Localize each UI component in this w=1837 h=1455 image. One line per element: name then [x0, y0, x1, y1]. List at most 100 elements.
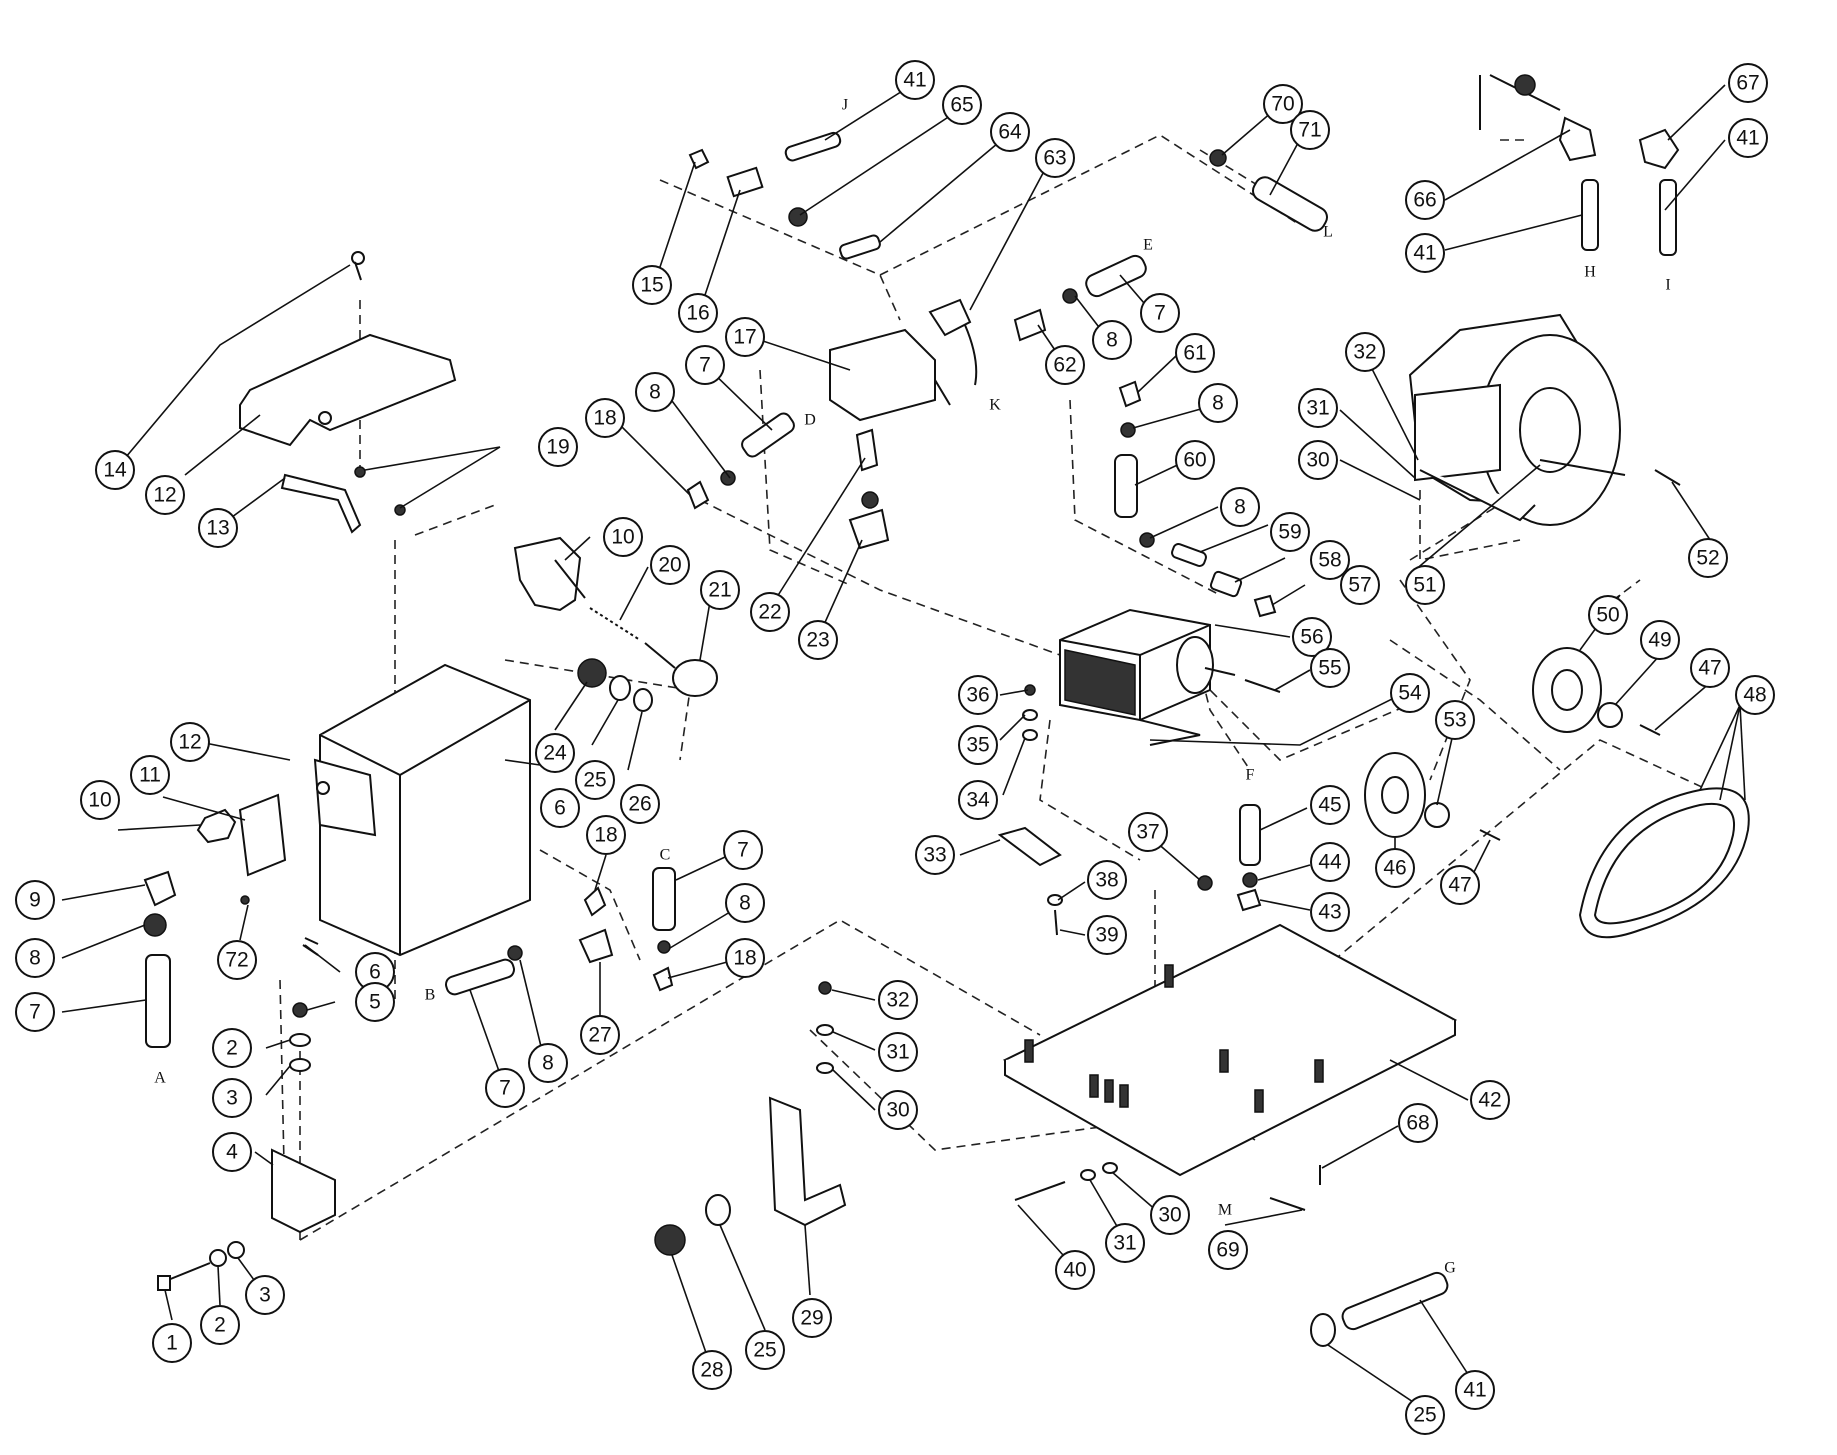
callout-57: 57	[1340, 565, 1380, 605]
svg-text:3: 3	[259, 1284, 271, 1307]
cover-plate-part	[239, 333, 457, 447]
letter-f: F	[1246, 767, 1255, 784]
callout-52: 52	[1688, 538, 1728, 578]
svg-text:3: 3	[226, 1087, 238, 1110]
callout-31: 31	[878, 1032, 918, 1072]
svg-text:69: 69	[1216, 1239, 1239, 1262]
tube-b-part	[445, 958, 515, 996]
svg-text:23: 23	[806, 629, 829, 652]
svg-text:25: 25	[753, 1339, 776, 1362]
svg-text:44: 44	[1318, 851, 1342, 874]
svg-text:51: 51	[1413, 574, 1436, 597]
svg-text:48: 48	[1743, 684, 1766, 707]
callout-1: 1	[152, 1323, 192, 1363]
callout-26: 26	[620, 784, 660, 824]
svg-text:68: 68	[1406, 1112, 1429, 1135]
callout-71: 71	[1290, 110, 1330, 150]
key-part	[351, 251, 366, 281]
svg-text:34: 34	[966, 789, 990, 812]
callout-25: 25	[575, 760, 615, 800]
svg-text:60: 60	[1183, 449, 1206, 472]
svg-text:39: 39	[1095, 924, 1118, 947]
callout-7: 7	[1140, 293, 1180, 333]
svg-text:42: 42	[1478, 1089, 1501, 1112]
svg-text:49: 49	[1648, 629, 1671, 652]
svg-text:14: 14	[103, 459, 127, 482]
callout-25: 25	[745, 1330, 785, 1370]
manifold-part	[829, 328, 936, 422]
callout-2: 2	[200, 1305, 240, 1345]
svg-text:6: 6	[369, 961, 381, 984]
svg-text:21: 21	[708, 579, 731, 602]
callout-41: 41	[1455, 1370, 1495, 1410]
callout-2: 2	[212, 1028, 252, 1068]
callout-24: 24	[535, 733, 575, 773]
callout-48: 48	[1735, 675, 1775, 715]
callout-51: 51	[1405, 565, 1445, 605]
callout-5: 5	[355, 982, 395, 1022]
svg-text:70: 70	[1271, 93, 1294, 116]
callout-23: 23	[798, 620, 838, 660]
svg-text:43: 43	[1318, 901, 1341, 924]
svg-text:7: 7	[499, 1077, 511, 1100]
valve-handle-part	[513, 536, 582, 612]
angle-bracket-part	[271, 1148, 336, 1234]
callout-47: 47	[1440, 865, 1480, 905]
svg-text:61: 61	[1183, 342, 1206, 365]
tube-g-part	[1341, 1271, 1449, 1331]
letter-g: G	[1444, 1260, 1456, 1277]
callout-66: 66	[1405, 180, 1445, 220]
callout-41: 41	[1728, 118, 1768, 158]
letter-i: I	[1665, 277, 1670, 294]
svg-text:63: 63	[1043, 147, 1066, 170]
svg-text:7: 7	[29, 1001, 41, 1024]
callout-17: 17	[725, 317, 765, 357]
svg-text:65: 65	[950, 94, 973, 117]
callout-8: 8	[528, 1043, 568, 1083]
svg-text:18: 18	[594, 824, 617, 847]
svg-text:46: 46	[1383, 857, 1406, 880]
svg-text:7: 7	[737, 839, 749, 862]
svg-text:19: 19	[546, 436, 569, 459]
callout-22: 22	[750, 592, 790, 632]
callout-10: 10	[603, 517, 643, 557]
svg-text:13: 13	[206, 517, 229, 540]
callout-4: 4	[212, 1132, 252, 1172]
callout-3: 3	[245, 1275, 285, 1315]
callout-12: 12	[145, 475, 185, 515]
callout-31: 31	[1298, 388, 1338, 428]
svg-text:18: 18	[733, 947, 756, 970]
svg-text:25: 25	[583, 769, 606, 792]
svg-text:30: 30	[1158, 1204, 1181, 1227]
svg-text:57: 57	[1348, 574, 1371, 597]
callout-56: 56	[1292, 617, 1332, 657]
svg-text:12: 12	[178, 731, 201, 754]
svg-text:36: 36	[966, 684, 989, 707]
callout-55: 55	[1310, 648, 1350, 688]
svg-text:12: 12	[153, 484, 176, 507]
tube-e-part	[1085, 254, 1147, 298]
callout-6: 6	[540, 788, 580, 828]
callout-47: 47	[1690, 648, 1730, 688]
callout-13: 13	[198, 508, 238, 548]
callout-balloons: 14 12 13 19 10 20 21 24 25 26 12 11 10 9…	[15, 60, 1775, 1435]
callout-8: 8	[725, 883, 765, 923]
callout-19: 19	[538, 427, 578, 467]
electric-motor-part	[1408, 313, 1626, 526]
letter-l: L	[1323, 224, 1333, 241]
svg-text:8: 8	[1106, 329, 1118, 352]
svg-text:2: 2	[214, 1314, 226, 1337]
tube-a-part	[145, 954, 171, 1048]
callout-53: 53	[1435, 700, 1475, 740]
callout-59: 59	[1270, 512, 1310, 552]
letter-m: M	[1218, 1202, 1232, 1219]
callout-18: 18	[586, 815, 626, 855]
svg-text:41: 41	[1463, 1379, 1486, 1402]
svg-text:5: 5	[369, 991, 381, 1014]
svg-text:58: 58	[1318, 549, 1341, 572]
svg-text:40: 40	[1063, 1259, 1086, 1282]
callout-60: 60	[1175, 440, 1215, 480]
svg-text:8: 8	[649, 381, 661, 404]
callout-45: 45	[1310, 785, 1350, 825]
callout-46: 46	[1375, 848, 1415, 888]
